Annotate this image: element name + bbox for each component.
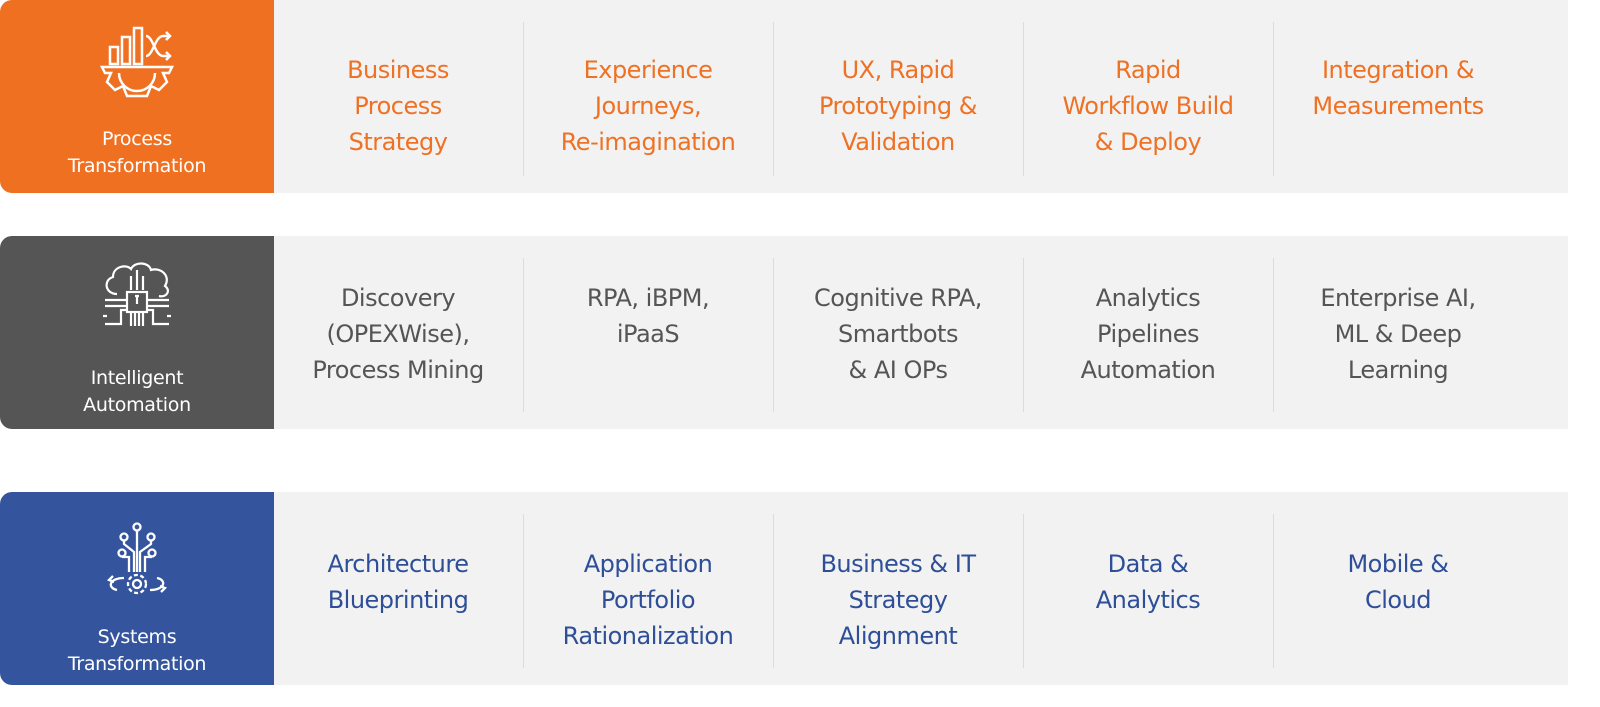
divider [1023, 258, 1024, 412]
capability-cell: Integration & Measurements [1312, 56, 1484, 120]
category-systems-transformation: Systems Transformation [0, 492, 274, 685]
divider [1273, 22, 1274, 176]
divider [523, 22, 524, 176]
divider [773, 514, 774, 668]
category-process-transformation: Process Transformation [0, 0, 274, 193]
row-panel [273, 0, 1568, 193]
row-panel [273, 236, 1568, 429]
divider [523, 514, 524, 668]
divider [1273, 258, 1274, 412]
capability-cell: Business Process Strategy [347, 56, 449, 156]
category-intelligent-automation: Intelligent Automation [0, 236, 274, 429]
row-systems-transformation: Systems Transformation Architecture Blue… [0, 492, 1568, 685]
divider [1023, 22, 1024, 176]
category-label: Intelligent Automation [83, 367, 191, 416]
capability-cell: Rapid Workflow Build & Deploy [1062, 56, 1234, 156]
ai-chip-cloud-icon [103, 262, 171, 326]
capability-cell: Mobile & Cloud [1347, 550, 1449, 614]
capability-cell: Cognitive RPA, Smartbots & AI OPs [814, 284, 982, 384]
capability-cell: RPA, iBPM, iPaaS [586, 284, 710, 348]
divider [523, 258, 524, 412]
row-intelligent-automation: Intelligent Automation Discovery (OPEXWi… [0, 236, 1568, 429]
circuit-gear-icon [106, 522, 168, 595]
category-label: Process Transformation [67, 128, 207, 177]
row-process-transformation: Process Transformation Business Process … [0, 0, 1568, 193]
category-label: Systems Transformation [67, 626, 207, 675]
capability-cell: Analytics Pipelines Automation [1080, 284, 1216, 384]
capability-cell: Experience Journeys, Re-imagination [560, 56, 736, 156]
capability-cell: Enterprise AI, ML & Deep Learning [1320, 284, 1476, 384]
divider [773, 258, 774, 412]
capability-cell: Business & IT Strategy Alignment [820, 550, 976, 650]
capability-cell: Data & Analytics [1095, 550, 1201, 614]
divider [1023, 514, 1024, 668]
capability-cell: Application Portfolio Rationalization [562, 550, 734, 650]
row-panel [273, 492, 1568, 685]
chart-gear-icon [99, 26, 175, 98]
capability-cell: Discovery (OPEXWise), Process Mining [312, 284, 484, 384]
capability-cell: Architecture Blueprinting [327, 550, 469, 614]
divider [773, 22, 774, 176]
capability-cell: UX, Rapid Prototyping & Validation [819, 56, 977, 156]
divider [1273, 514, 1274, 668]
